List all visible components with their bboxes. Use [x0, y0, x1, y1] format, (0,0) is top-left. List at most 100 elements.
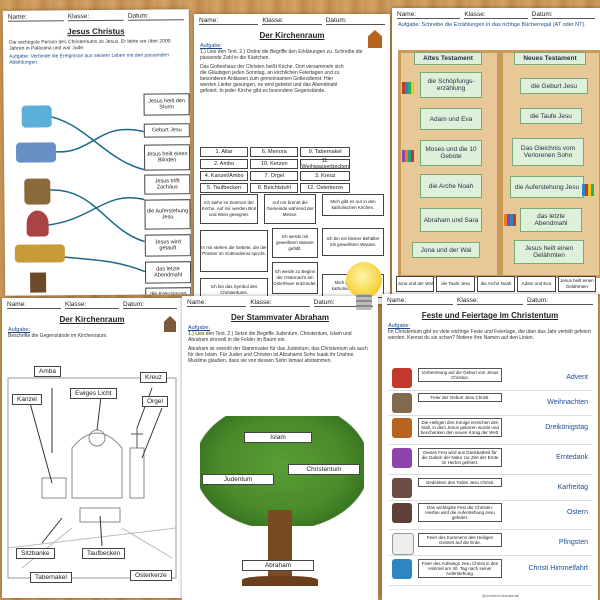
- festival-row: Das wichtigste Fest der Christen. Hierbe…: [388, 501, 592, 530]
- story-at-5: Abraham und Sara: [420, 208, 482, 232]
- illustration-storm-boat: [21, 105, 52, 128]
- festival-row: Vorbereitung auf die Geburt von Jesus Ch…: [388, 366, 592, 391]
- term-cell: 5. Taufbecken: [200, 183, 249, 193]
- advent-wreath-icon: [392, 368, 412, 388]
- datum-field[interactable]: Datum:: [527, 297, 593, 305]
- reading-text: Abraham ist sowohl der Stammvater für da…: [188, 346, 368, 364]
- connection-lines: [43, 114, 146, 273]
- shelf-label-at: Altes Testament: [414, 52, 482, 65]
- church-label-kreuz: Kreuz: [140, 372, 167, 383]
- definition-box: Ich bin ein kleiner Behälter mit geweiht…: [322, 228, 384, 256]
- book-row: [402, 82, 414, 94]
- church-interior-drawing: [7, 377, 177, 579]
- name-field[interactable]: Name:: [397, 11, 461, 19]
- worksheet-title: Der Kirchenraum: [59, 315, 125, 324]
- festival-answer[interactable]: Erntedank: [556, 454, 588, 461]
- name-field[interactable]: Name:: [187, 299, 247, 307]
- event-box-2: Geburt Jesu: [143, 123, 190, 138]
- festival-description: Feier der Geburt Jesu Christi.: [418, 393, 502, 402]
- event-box-3: Jesus heilt einen Blinden: [143, 144, 191, 171]
- festival-answer[interactable]: Pfingsten: [558, 539, 588, 546]
- task-text: Im Christentum gibt es viele wichtige Fe…: [388, 329, 591, 341]
- definition-box: Ich stehe im Zentrum der Kirche. Auf mir…: [200, 194, 258, 224]
- story-nt-3: Das Gleichnis vom Verlorenen Sohn: [512, 138, 584, 166]
- festival-answer[interactable]: Weihnachten: [547, 399, 588, 406]
- worksheet-header: Name: Klasse: Datum:: [382, 294, 598, 308]
- festival-row: Gedenken des Todes Jesu Christi. Karfrei…: [388, 476, 592, 501]
- answer-strip: Jona und der Wal die Taufe Jesu die Arch…: [396, 276, 597, 292]
- term-cell: 8. Beichtstuhl: [250, 183, 299, 193]
- church-label-kanzel: Kanzel: [12, 394, 42, 405]
- term-cell: 4. Kanzel/Ambo: [200, 171, 249, 181]
- klasse-field[interactable]: Klasse:: [262, 17, 322, 25]
- church-icon: [368, 30, 382, 48]
- worksheet-kirchenraum-text: Name: Klasse: Datum: Der Kirchenraum Auf…: [194, 14, 390, 304]
- answer-card[interactable]: Adam und Eva: [517, 276, 556, 292]
- festival-answer[interactable]: Christi Himmelfahrt: [528, 565, 588, 572]
- illustration-jesus-figure: [26, 210, 49, 237]
- tree-box-judentum[interactable]: Judentum: [202, 474, 274, 485]
- task-label: Aufgabe:: [188, 325, 211, 331]
- story-nt-6: Jesus heilt einen Gelähmten: [514, 240, 584, 264]
- shelf-label-nt: Neues Testament: [514, 52, 586, 65]
- term-cell: 3. Kreuz: [300, 171, 350, 181]
- festival-answer[interactable]: Ostern: [566, 509, 588, 516]
- worksheet-header: Name: Klasse: Datum:: [2, 298, 182, 312]
- definition-box: Ich werde mit geweihtem Wasser gefüllt.: [272, 228, 318, 258]
- answer-card[interactable]: Jesus heilt einen Gelähmten: [557, 276, 597, 292]
- datum-field[interactable]: Datum:: [123, 301, 177, 309]
- festival-answer[interactable]: Dreikönigstag: [545, 424, 588, 431]
- story-at-3: Moses und die 10 Gebote: [420, 140, 482, 166]
- festival-answer[interactable]: Karfreitag: [557, 484, 588, 491]
- church-label-sitzbanke: Sitzbanke: [16, 548, 55, 559]
- term-cell: 7. Orgel: [250, 171, 299, 181]
- story-at-1: die Schöpfungs-erzählung: [420, 72, 482, 98]
- name-field[interactable]: Name:: [387, 297, 453, 305]
- task-instruction: Beschrifte die Gegenstände im Kirchenrau…: [8, 333, 108, 339]
- church-label-orgel: Orgel: [142, 396, 168, 407]
- klasse-field[interactable]: Klasse:: [250, 299, 310, 307]
- answer-card[interactable]: die Arche Noah: [476, 276, 516, 292]
- festival-row: Feier des Kommens des Heiligen Geistes a…: [388, 531, 592, 556]
- festival-description: Feier des Aufstiegs Jesu Christi in den …: [418, 559, 502, 578]
- book-row: [582, 184, 594, 196]
- term-cell: 11. Weihwasserbecken: [300, 158, 350, 170]
- illustration-supper: [14, 244, 65, 263]
- name-field[interactable]: Name:: [199, 17, 259, 25]
- church-label-ambo: Amba: [34, 366, 61, 377]
- answer-card[interactable]: die Taufe Jesu: [436, 276, 475, 292]
- festival-description: Das wichtigste Fest der Christen. Hierbe…: [418, 503, 502, 522]
- worksheet-abraham: Name: Klasse: Datum: Der Stammvater Abra…: [182, 296, 378, 600]
- klasse-field[interactable]: Klasse:: [464, 11, 528, 19]
- tree-box-islam[interactable]: Islam: [244, 432, 312, 443]
- worksheet-title: Der Kirchenraum: [259, 31, 325, 40]
- festival-row: Die Heiligen drei Könige erreichen den S…: [388, 416, 592, 445]
- story-nt-4: die Auferstehung Jesu: [510, 176, 584, 198]
- answer-card[interactable]: Jona und der Wal: [396, 276, 435, 292]
- task-label: Aufgabe:: [8, 327, 31, 333]
- definition-box: Auf mir brennt die Gemeinde während der …: [264, 194, 316, 224]
- credit-text: @unterrichtsmaterial: [482, 593, 519, 598]
- definition-box: In mir stehen die Gebete, die der Priest…: [200, 230, 268, 272]
- datum-field[interactable]: Datum:: [325, 17, 385, 25]
- datum-field[interactable]: Datum:: [313, 299, 373, 307]
- story-nt-1: die Geburt Jesu: [520, 78, 588, 94]
- tree-box-christentum[interactable]: Christentum: [288, 464, 360, 475]
- festival-description: Gedenken des Todes Jesu Christi.: [418, 478, 502, 487]
- festival-answer[interactable]: Advent: [566, 374, 588, 381]
- resurrection-icon: [392, 503, 412, 523]
- term-cell: 10. Kerzen: [250, 159, 299, 169]
- definition-box: Mich gibt es nur in den katholischen Kir…: [322, 194, 384, 216]
- book-row: [504, 214, 516, 226]
- klasse-field[interactable]: Klasse:: [457, 297, 523, 305]
- definition-box: Ich werde zu Beginn der Osternacht am Os…: [272, 262, 318, 294]
- name-field[interactable]: Name:: [7, 301, 61, 309]
- task-steps: 1.) Lies den Text. 2.) Ordne die Begriff…: [200, 49, 363, 61]
- klasse-field[interactable]: Klasse:: [65, 301, 119, 309]
- worksheet-title: Der Stammvater Abraham: [231, 313, 329, 322]
- term-cell: 12. Osterkerze: [300, 183, 350, 193]
- illustration-disciples: [15, 142, 57, 163]
- lightbulb-icon: [344, 262, 384, 316]
- tree-box-abraham[interactable]: Abraham: [242, 560, 314, 571]
- datum-field[interactable]: Datum:: [531, 11, 595, 19]
